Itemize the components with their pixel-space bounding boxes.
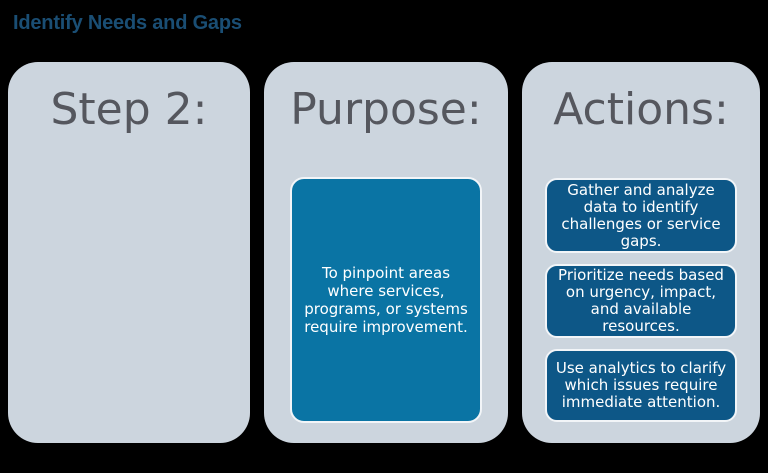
- purpose-text-line: where services,: [327, 282, 445, 300]
- action-text-line: challenges or service: [561, 214, 721, 233]
- action-box-use-analytics: Use analytics to clarify which issues re…: [545, 349, 737, 422]
- action-box-prioritize-needs: Prioritize needs based on urgency, impac…: [545, 264, 737, 338]
- page-title: Identify Needs and Gaps: [13, 12, 242, 34]
- action-text-line: Prioritize needs based: [558, 266, 724, 284]
- action-text-line: and available: [590, 300, 692, 318]
- purpose-text-line: require improvement.: [304, 318, 468, 336]
- action-text-line: which issues require: [564, 376, 718, 394]
- action-text-line: Gather and analyze: [567, 180, 715, 199]
- action-text-line: data to identify: [583, 197, 699, 216]
- step-heading: Step 2:: [50, 84, 208, 135]
- purpose-box: To pinpoint areas where services, progra…: [290, 177, 482, 423]
- actions-panel: Actions: Gather and analyze data to iden…: [522, 62, 760, 443]
- action-box-gather-data: Gather and analyze data to identify chal…: [545, 178, 737, 253]
- action-text-line: resources.: [602, 317, 680, 335]
- action-box-text: Gather and analyze data to identify chal…: [561, 180, 721, 250]
- action-box-text: Prioritize needs based on urgency, impac…: [558, 267, 724, 335]
- purpose-panel: Purpose: To pinpoint areas where service…: [264, 62, 508, 443]
- action-box-text: Use analytics to clarify which issues re…: [556, 360, 726, 411]
- purpose-heading: Purpose:: [290, 84, 482, 135]
- action-text-line: immediate attention.: [561, 393, 721, 411]
- action-text-line: on urgency, impact,: [565, 283, 717, 301]
- panels-row: Step 2: Purpose: To pinpoint areas where…: [8, 62, 760, 443]
- purpose-box-text: To pinpoint areas where services, progra…: [304, 264, 468, 336]
- action-text-line: Use analytics to clarify: [555, 359, 727, 377]
- purpose-text-line: programs, or systems: [304, 300, 468, 318]
- purpose-text-line: To pinpoint areas: [321, 264, 451, 282]
- actions-heading: Actions:: [553, 84, 729, 135]
- actions-stack: Gather and analyze data to identify chal…: [545, 178, 737, 422]
- action-text-line: gaps.: [620, 231, 662, 250]
- step-panel: Step 2:: [8, 62, 250, 443]
